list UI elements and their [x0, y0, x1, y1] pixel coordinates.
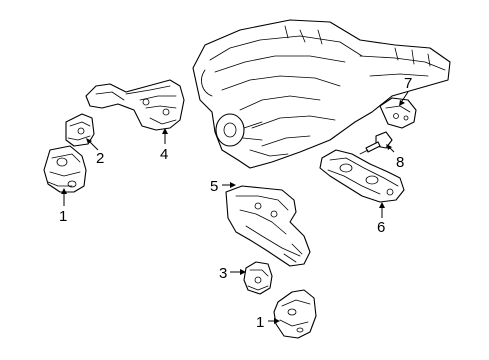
bracket-part-7 — [379, 97, 417, 129]
callout-1-upper: 1 — [59, 208, 67, 225]
mount-part-1-upper — [43, 145, 87, 193]
engine-bracket-part-4 — [85, 79, 185, 131]
callout-4: 4 — [160, 146, 168, 163]
engine-transmission-assembly — [192, 19, 451, 169]
callout-3: 3 — [219, 265, 227, 282]
bolt-part-8 — [359, 131, 393, 155]
crossmember-mount-part-6 — [319, 149, 405, 203]
callout-7: 7 — [404, 75, 412, 92]
callout-1-lower: 1 — [256, 314, 264, 331]
callout-5: 5 — [210, 178, 218, 195]
callout-2: 2 — [96, 150, 104, 167]
bracket-part-2 — [65, 113, 95, 147]
mount-part-1-lower — [273, 289, 317, 339]
callout-6: 6 — [377, 219, 385, 236]
mount-pad-part-3 — [243, 261, 273, 295]
transmission-bracket-part-5 — [225, 185, 311, 267]
leader-lines — [61, 91, 409, 324]
callout-8: 8 — [396, 154, 404, 171]
callout-labels: 1 2 4 5 3 1 7 8 6 — [59, 75, 412, 331]
